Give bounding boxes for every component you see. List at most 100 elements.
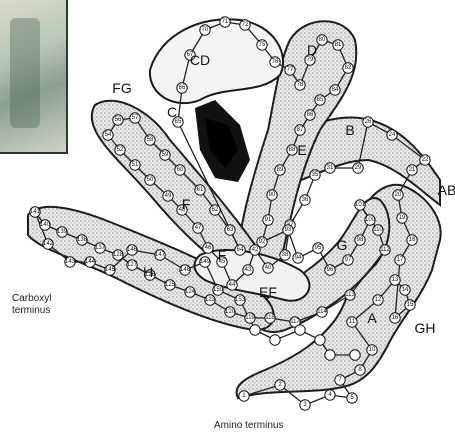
residue-number: 113 — [345, 292, 355, 298]
residue-atom: 21 — [407, 165, 417, 175]
residue-number: 20 — [395, 192, 402, 198]
residue-number: 57 — [132, 115, 139, 121]
residue-atom: 93 — [283, 225, 293, 235]
residue-number: 59 — [162, 152, 169, 158]
residue-atom: 91 — [263, 215, 273, 225]
residue-atom: 75 — [257, 40, 267, 50]
helix-label-d: D — [307, 42, 317, 58]
helix-label-f-lower: F — [218, 247, 227, 263]
residue-number: 78 — [297, 82, 304, 88]
carboxyl-terminus-label: Carboxyl terminus — [12, 293, 51, 317]
residue-atom: 84 — [330, 85, 340, 95]
residue-number: 84 — [332, 87, 339, 93]
residue-number: 22 — [422, 157, 429, 163]
residue-atom: 26 — [363, 117, 373, 127]
residue-atom: 85 — [315, 95, 325, 105]
residue-number: 94 — [295, 255, 302, 261]
residue-atom: 118 — [265, 313, 276, 323]
residue-atom: 47 — [193, 223, 203, 233]
residue-atom: 31 — [325, 163, 335, 173]
carboxyl-line-2: terminus — [12, 305, 51, 317]
residue-number: 42 — [252, 247, 259, 253]
residue-number: 80 — [319, 37, 326, 43]
residue-number: 63 — [227, 227, 234, 233]
residue-number: 52 — [117, 147, 124, 153]
residue-atom: 145 — [105, 265, 116, 275]
residue-number: 72 — [242, 22, 249, 28]
residue-number: 19 — [399, 215, 406, 221]
residue-atom: 11 — [347, 317, 357, 327]
residue-number: 24 — [389, 132, 396, 138]
residue-atom: 51 — [130, 160, 140, 170]
helix-label-fg: FG — [112, 80, 131, 96]
residue-number: 62 — [212, 207, 219, 213]
residue-atom: 17 — [395, 255, 405, 265]
residue-atom: 112 — [380, 245, 391, 255]
residue-number: 143 — [65, 259, 76, 265]
residue-atom: 22 — [420, 155, 430, 165]
residue-number: 36 — [302, 197, 309, 203]
helix-label-e: E — [297, 142, 306, 158]
residue-atom: 62 — [210, 205, 220, 215]
residue-number: 112 — [380, 247, 390, 253]
residue-number: 14 — [402, 287, 409, 293]
residue-number: 95 — [315, 245, 322, 251]
residue-atom: 2 — [275, 380, 285, 390]
residue-number: 81 — [335, 42, 342, 48]
residue-atom: 141 — [30, 207, 41, 217]
amino-terminus-label: Amino terminus — [214, 420, 283, 432]
residue-number: 64 — [237, 247, 244, 253]
residue-atom — [270, 335, 280, 345]
residue-atom: 63 — [225, 225, 235, 235]
residue-atom: 72 — [240, 20, 250, 30]
residue-number: 82 — [345, 65, 352, 71]
residue-number: 31 — [327, 165, 334, 171]
residue-atom: 7 — [335, 375, 345, 385]
residue-number: 98 — [357, 237, 364, 243]
helix-label-gh: GH — [415, 320, 436, 336]
residue-number: 127 — [127, 262, 138, 268]
residue-number: 114 — [317, 309, 327, 315]
residue-atom: 59 — [160, 150, 170, 160]
residue-number: 46 — [205, 245, 212, 251]
helix-label-c: C — [167, 104, 177, 120]
residue-atom: 142 — [43, 239, 54, 249]
residue-number: 44 — [229, 282, 236, 288]
residue-atom: 40 — [263, 263, 273, 273]
residue-number: 148 — [180, 267, 191, 273]
residue-number: 90 — [269, 192, 276, 198]
residue-atom: 87 — [295, 125, 305, 135]
residue-number: 144 — [85, 259, 96, 265]
residue-number: 54 — [105, 132, 112, 138]
residue-atom: 125 — [165, 280, 176, 290]
residue-atom: 38 — [280, 250, 290, 260]
residue-number: 21 — [409, 167, 416, 173]
residue-atom — [325, 350, 335, 360]
residue-number: 120 — [225, 309, 236, 315]
residue-number: 11 — [349, 319, 356, 325]
residue-number: 13 — [392, 277, 399, 283]
residue-number: 150 — [213, 287, 224, 293]
residue-atom: 148 — [180, 265, 191, 275]
residue-number: 49 — [165, 193, 172, 199]
residue-atom: 94 — [293, 253, 303, 263]
residue-number: 86 — [307, 112, 314, 118]
residue-number: 43 — [245, 267, 252, 273]
residue-number: 71 — [222, 19, 229, 25]
residue-atom: 5 — [347, 393, 357, 403]
residue-number: 26 — [365, 119, 372, 125]
residue-number: 12 — [375, 297, 382, 303]
residue-number: 142 — [43, 241, 54, 247]
residue-atom: 146 — [127, 245, 138, 255]
residue-number: 76 — [272, 59, 279, 65]
helix-label-h: H — [143, 264, 153, 280]
residue-atom: 71 — [220, 17, 230, 27]
residue-number: 40 — [265, 265, 272, 271]
residue-number: 124 — [185, 289, 196, 295]
residue-atom: 147 — [155, 250, 166, 260]
residue-atom — [295, 325, 305, 335]
residue-number: 97 — [345, 257, 352, 263]
residue-number: 101 — [355, 202, 366, 208]
residue-number: 75 — [259, 42, 266, 48]
residue-number: 50 — [147, 177, 154, 183]
